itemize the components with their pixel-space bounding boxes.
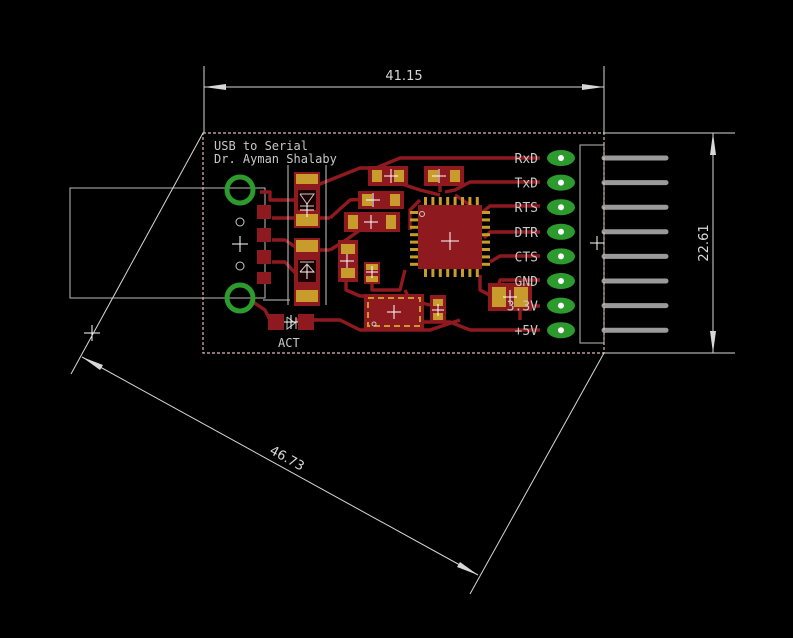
qfn-pad — [410, 248, 418, 251]
qfn-pad — [461, 269, 464, 277]
led-pad-right — [298, 314, 314, 330]
header-pin-label-3: DTR — [515, 226, 539, 241]
header-pin-label-4: CTS — [515, 250, 538, 265]
header-pin-label-0: RxD — [515, 152, 539, 167]
qfn-pad — [438, 197, 442, 205]
header-pad-hole-4 — [558, 253, 564, 260]
dimension-diagonal — [70, 132, 605, 595]
qfn-pad — [431, 197, 435, 205]
qfn-pad — [410, 211, 418, 214]
header-pins — [579, 144, 669, 344]
qfn-pad — [446, 269, 450, 277]
qfn-pad — [482, 233, 490, 237]
qfn-pad — [410, 218, 418, 222]
qfn-pad — [446, 197, 450, 205]
qfn-pad — [431, 269, 435, 277]
qfn-pad — [482, 248, 490, 251]
qfn-pad — [410, 262, 418, 266]
usb-pad-3 — [257, 250, 271, 264]
usb-mounting-holes — [224, 174, 256, 314]
usb-pad-2 — [257, 228, 271, 242]
qfn-pad — [475, 197, 479, 205]
header-pin-label-7: +5V — [515, 324, 539, 339]
header-pad-hole-7 — [558, 327, 564, 334]
dimension-width — [203, 66, 605, 133]
qfn-pad — [453, 197, 457, 205]
header-pad-hole-1 — [558, 179, 564, 186]
header-pad-hole-3 — [558, 228, 564, 235]
header-body — [579, 144, 605, 344]
qfn-pad — [482, 211, 490, 214]
header-pin-label-2: RTS — [515, 201, 538, 216]
qfn-pad — [410, 240, 418, 244]
qfn-pad — [461, 197, 464, 205]
qfn-pad — [468, 269, 472, 277]
header-pin-label-6: 3.3V — [507, 300, 538, 315]
usb-pad-1 — [257, 205, 271, 219]
led-pad-left — [268, 314, 284, 330]
header-pad-hole-5 — [558, 278, 564, 284]
qfn-pad — [410, 225, 418, 229]
qfn-pad — [424, 197, 427, 205]
qfn-pad — [475, 269, 479, 277]
led-label: ACT — [278, 336, 300, 350]
header-pad-hole-2 — [558, 204, 564, 211]
dimension-width-label: 41.15 — [385, 69, 422, 84]
header-pin-label-1: TxD — [515, 177, 539, 192]
silkscreen-marks — [263, 165, 425, 330]
usb-pad-4 — [257, 272, 271, 284]
qfn-pad — [410, 255, 418, 259]
dimension-height — [604, 132, 735, 354]
components — [257, 166, 532, 330]
qfn-pad — [410, 233, 418, 237]
board-title-line1: USB to Serial — [214, 139, 308, 153]
qfn-pad — [482, 255, 490, 259]
qfn-pad — [482, 262, 490, 266]
qfn-pad — [438, 269, 442, 277]
qfn-pad — [424, 269, 427, 277]
usb-connector-outline — [69, 187, 266, 299]
mount-hole-top — [224, 174, 256, 206]
qfn-pad — [468, 197, 472, 205]
qfn-pad — [482, 218, 490, 222]
origin-crosshairs — [84, 169, 604, 341]
qfn-pad — [482, 240, 490, 244]
board-title-line2: Dr. Ayman Shalaby — [214, 152, 337, 166]
header-pin-labels: RxD TxD RTS DTR CTS GND 3.3V +5V — [507, 152, 538, 339]
header-pads — [547, 150, 575, 339]
dimension-height-label: 22.61 — [697, 224, 712, 261]
header-pad-hole-0 — [558, 155, 564, 161]
qfn-pad — [482, 225, 490, 229]
header-pin-label-5: GND — [515, 275, 539, 290]
header-pad-hole-6 — [558, 302, 564, 309]
qfn-pad — [453, 269, 457, 277]
mount-hole-bottom — [224, 282, 256, 314]
